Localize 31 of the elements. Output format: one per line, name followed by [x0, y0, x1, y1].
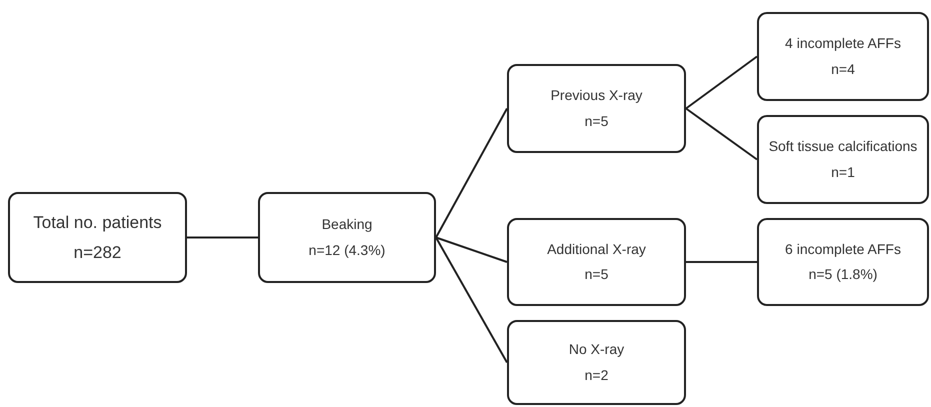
connector-line [435, 237, 508, 363]
flow-box [507, 218, 686, 306]
box-text: Additional X-ray [547, 240, 646, 258]
box-text: Beaking [322, 216, 372, 234]
box-text: Soft tissue calcifications [768, 138, 918, 156]
flow-box [507, 64, 686, 153]
box-text: n=12 (4.3%) [308, 242, 386, 259]
flow-box [8, 192, 187, 283]
flow-box [757, 115, 929, 204]
box-text: n=5 (1.8%) [808, 266, 878, 284]
box-text: n=4 [831, 60, 855, 78]
box-text: No X-ray [568, 341, 624, 358]
box-text: 6 incomplete AFFs [785, 240, 901, 258]
flow-box [507, 320, 686, 405]
connector-line [686, 261, 757, 263]
box-text: n=5 [584, 112, 608, 130]
connector-line [436, 236, 508, 263]
connector-line [187, 236, 258, 238]
box-text: Previous X-ray [550, 87, 642, 104]
connector-line [685, 56, 758, 110]
flow-box [757, 12, 929, 101]
connector-line [685, 108, 758, 160]
flow-box [258, 192, 436, 283]
box-text: n=5 [584, 266, 608, 284]
box-text: n=2 [584, 366, 608, 384]
box-text: n=282 [74, 242, 122, 263]
connector-line [435, 108, 508, 238]
box-text: Total no. patients [33, 212, 162, 234]
flow-box [757, 218, 929, 306]
box-text: 4 incomplete AFFs [785, 35, 901, 52]
box-text: n=1 [831, 164, 855, 181]
